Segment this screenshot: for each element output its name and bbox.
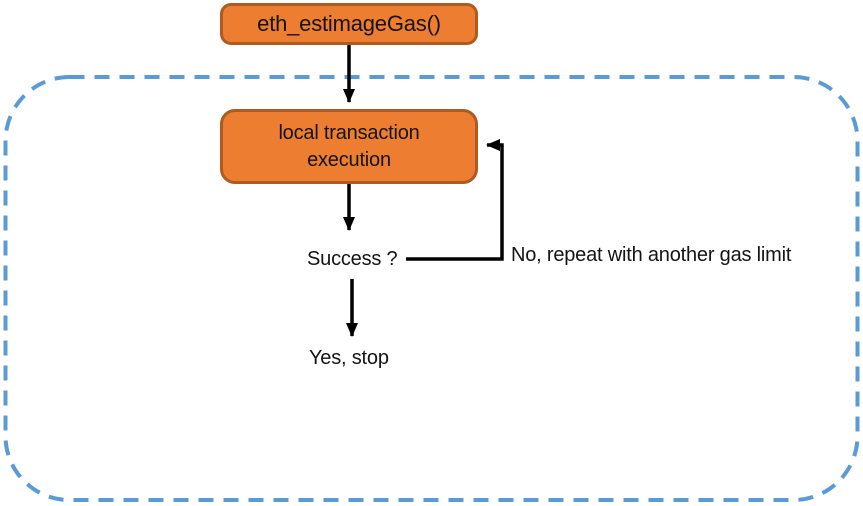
arrow-group — [343, 45, 504, 337]
start-box: eth_estimageGas() — [220, 3, 478, 45]
dashed-boundary-box — [3, 75, 860, 502]
arrow-loop-back — [406, 139, 504, 261]
end-label: Yes, stop — [309, 347, 389, 369]
process-box: local transaction execution — [220, 109, 478, 184]
process-box-label: local transaction execution — [278, 121, 420, 171]
loop-annotation-label: No, repeat with another gas limit — [511, 244, 792, 266]
start-box-label: eth_estimageGas() — [257, 11, 441, 36]
decision-label: Success ? — [307, 248, 398, 270]
